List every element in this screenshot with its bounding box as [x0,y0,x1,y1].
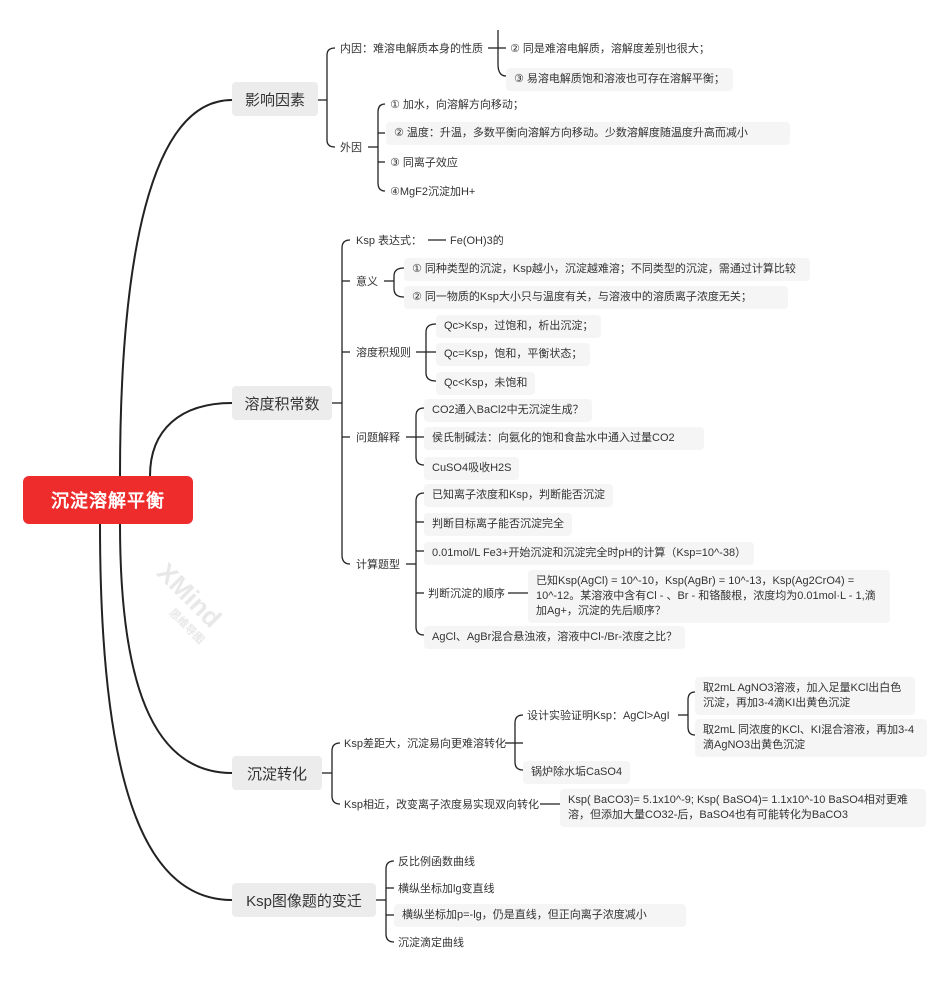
topic-calc-3[interactable]: 0.01mol/L Fe3+开始沉淀和沉淀完全时pH的计算（Ksp=10^-38… [424,542,755,565]
topic-graph-3[interactable]: 横纵坐标加p=-lg，仍是直线，但正向离子浓度减小 [394,904,686,927]
topic-external-3[interactable]: ③ 同离子效应 [390,157,458,169]
topic-rule-1[interactable]: Qc>Ksp，过饱和，析出沉淀； [436,315,602,338]
topic-external-cause[interactable]: 外因 [340,142,362,154]
topic-calc-order-detail[interactable]: 已知Ksp(AgCl) = 10^-10，Ksp(AgBr) = 10^-13，… [528,570,890,623]
branch-influencing-factors[interactable]: 影响因素 [232,82,318,116]
branch-precipitate-conversion[interactable]: 沉淀转化 [232,756,322,790]
branch-ksp-graph-variants[interactable]: Ksp图像题的变迁 [232,883,376,917]
topic-internal-2[interactable]: ② 同是难溶电解质，溶解度差别也很大； [510,43,710,55]
topic-feoh3[interactable]: Fe(OH)3的 [450,235,504,247]
topic-problem-explanation[interactable]: 问题解释 [356,432,400,444]
topic-experiment-design[interactable]: 设计实验证明Ksp：AgCl>AgI [527,710,670,722]
topic-rule-3[interactable]: Qc<Ksp，未饱和 [436,372,536,395]
topic-boiler-scale[interactable]: 锅炉除水垢CaSO4 [523,761,631,784]
topic-meaning-2[interactable]: ② 同一物质的Ksp大小只与温度有关，与溶液中的溶质离子浓度无关； [404,286,788,309]
topic-internal-cause[interactable]: 内因：难溶电解质本身的性质 [340,43,483,55]
topic-solubility-rule[interactable]: 溶度积规则 [356,347,411,359]
branch-ksp-constant[interactable]: 溶度积常数 [232,386,332,420]
topic-calc-types[interactable]: 计算题型 [356,559,400,571]
topic-large-ksp-gap[interactable]: Ksp差距大，沉淀易向更难溶转化 [344,738,506,750]
topic-calc-1[interactable]: 已知离子浓度和Ksp，判断能否沉淀 [424,484,613,507]
topic-graph-2[interactable]: 横纵坐标加lg变直线 [398,883,495,895]
topic-meaning[interactable]: 意义 [356,276,378,288]
topic-experiment-1[interactable]: 取2mL AgNO3溶液，加入足量KCl出白色沉淀，再加3-4滴KI出黄色沉淀 [695,677,915,715]
topic-experiment-2[interactable]: 取2mL 同浓度的KCl、KI混合溶液，再加3-4滴AgNO3出黄色沉淀 [695,719,927,757]
topic-explain-2[interactable]: 侯氏制碱法：向氨化的饱和食盐水中通入过量CO2 [424,427,704,450]
topic-external-4[interactable]: ④MgF2沉淀加H+ [390,186,476,198]
topic-meaning-1[interactable]: ① 同种类型的沉淀，Ksp越小，沉淀越难溶；不同类型的沉淀，需通过计算比较 [404,258,810,281]
topic-ksp-expression[interactable]: Ksp 表达式： [356,235,423,247]
topic-similar-ksp[interactable]: Ksp相近，改变离子浓度易实现双向转化 [344,799,539,811]
topic-graph-4[interactable]: 沉淀滴定曲线 [398,937,464,949]
topic-graph-1[interactable]: 反比例函数曲线 [398,856,475,868]
topic-external-2[interactable]: ② 温度：升温，多数平衡向溶解方向移动。少数溶解度随温度升高而减小 [386,122,790,145]
topic-internal-3[interactable]: ③ 易溶电解质饱和溶液也可存在溶解平衡； [506,68,733,91]
root-topic[interactable]: 沉淀溶解平衡 [23,476,193,524]
topic-calc-4[interactable]: 判断沉淀的顺序 [428,588,505,600]
topic-explain-1[interactable]: CO2通入BaCl2中无沉淀生成？ [424,399,592,422]
topic-calc-2[interactable]: 判断目标离子能否沉淀完全 [424,513,572,536]
topic-calc-5[interactable]: AgCl、AgBr混合悬浊液，溶液中Cl-/Br-浓度之比？ [424,626,686,649]
topic-explain-3[interactable]: CuSO4吸收H2S [424,457,520,480]
topic-external-1[interactable]: ① 加水，向溶解方向移动； [390,99,524,111]
topic-rule-2[interactable]: Qc=Ksp，饱和，平衡状态； [436,343,591,366]
topic-baco3-baso4[interactable]: Ksp( BaCO3)= 5.1x10^-9; Ksp( BaSO4)= 1.1… [560,789,926,827]
